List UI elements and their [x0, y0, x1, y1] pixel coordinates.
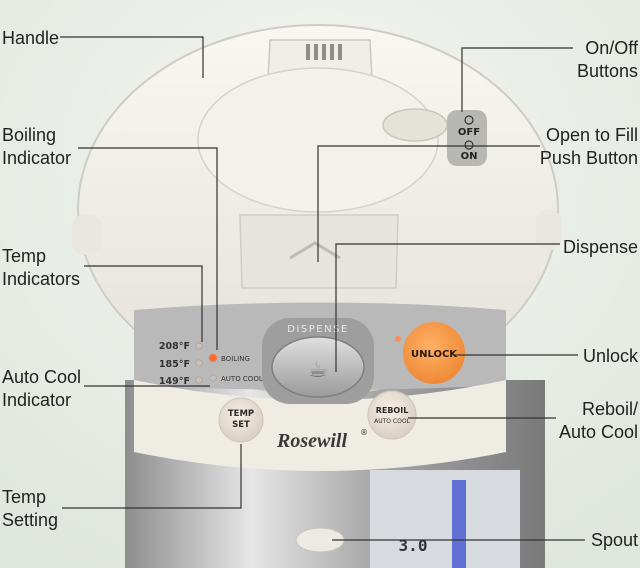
unlock-button[interactable] — [403, 322, 465, 384]
side-knob-right — [536, 210, 562, 250]
temp-208-label: 208°F — [159, 341, 190, 352]
temp-208-light — [195, 342, 203, 350]
reboil-auto-cool-callout: Reboil/ Auto Cool — [558, 399, 638, 442]
off-symbol-icon — [464, 115, 474, 125]
cup-icon: ☕ — [308, 358, 328, 383]
on-symbol-icon — [464, 140, 474, 150]
off-button[interactable]: OFF — [458, 127, 480, 138]
temp-185-light — [195, 359, 203, 367]
open-to-fill-callout: Open to Fill Push Button — [539, 125, 638, 168]
temp-setting-callout: Temp Setting — [2, 487, 59, 530]
dispense-cover — [239, 214, 399, 289]
boiling-leader — [78, 147, 218, 350]
temp-set-label-line1: TEMP — [228, 409, 254, 419]
temp-set-button[interactable] — [218, 397, 264, 443]
boiling-indicator-callout: Boiling Indicator — [2, 125, 72, 168]
boiling-label: BOILING — [221, 355, 250, 363]
temp-149-label: 149°F — [159, 376, 190, 387]
water-gauge-window — [370, 470, 520, 568]
brand-logo: Rosewill — [276, 430, 347, 452]
boiling-light — [209, 354, 217, 362]
water-level-tube — [452, 480, 466, 568]
on-off-leader — [461, 47, 573, 112]
side-knob-left — [72, 215, 102, 255]
dispense-leader — [335, 243, 560, 372]
unlock-light — [395, 336, 401, 342]
handle-leader — [60, 36, 204, 78]
water-level-marking: 3.0 — [399, 536, 428, 555]
reboil-label-line2: AUTO COOL — [374, 418, 410, 425]
temp-149-light — [195, 376, 203, 384]
on-off-buttons-callout: On/Off Buttons — [576, 38, 638, 81]
temp-indicators-leader — [84, 265, 203, 342]
handle-callout: Handle — [2, 28, 60, 48]
reboil-label-line1: REBOIL — [376, 406, 409, 415]
triangle-mark-icon — [289, 241, 341, 260]
unlock-callout: Unlock — [582, 346, 638, 366]
open-to-fill-button[interactable] — [382, 108, 448, 142]
spout-callout: Spout — [590, 530, 638, 550]
callout-lines — [60, 36, 585, 541]
dispense-callout: Dispense — [562, 237, 638, 257]
unlock-label: UNLOCK — [411, 349, 458, 360]
temp-set-label-line2: SET — [232, 420, 250, 430]
open-to-fill-leader — [317, 145, 540, 262]
auto-cool-label: AUTO COOL — [221, 375, 263, 383]
on-button[interactable]: ON — [461, 151, 478, 162]
handle-vent-icon — [306, 44, 342, 60]
temp-185-label: 185°F — [159, 359, 190, 370]
reboil-button[interactable] — [367, 390, 417, 440]
temp-indicators-callout: Temp Indicators — [2, 246, 81, 289]
registered-mark: ® — [360, 428, 368, 437]
dispense-label: DISPENSE — [287, 324, 349, 335]
temp-setting-leader — [62, 444, 242, 509]
auto-cool-indicator-callout: Auto Cool Indicator — [2, 367, 82, 410]
auto-cool-light — [209, 374, 217, 382]
on-off-buttons — [447, 110, 487, 166]
dispense-button[interactable] — [271, 336, 365, 398]
